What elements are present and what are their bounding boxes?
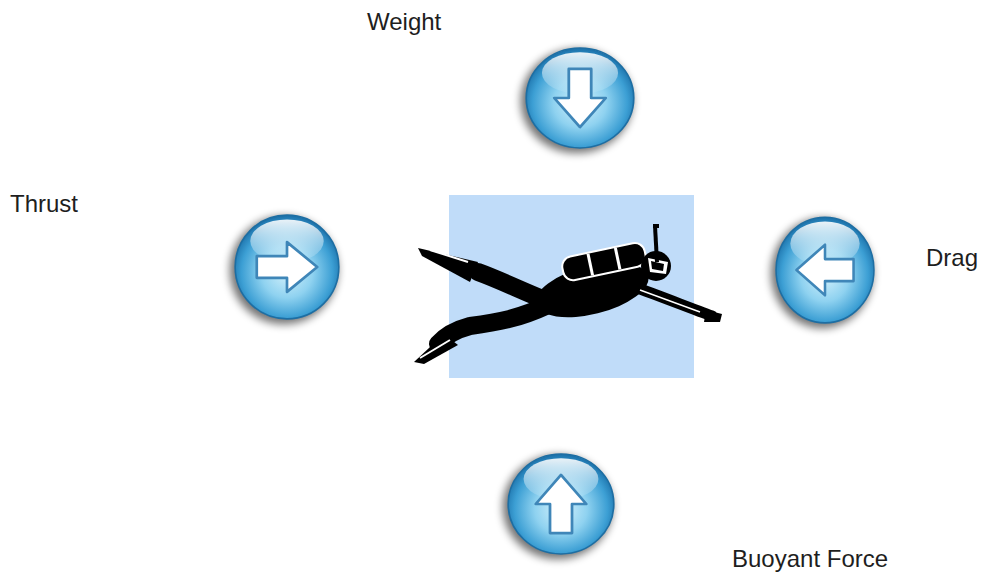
button-disc [526,48,634,148]
force-button: Buoyant Force [506,452,616,556]
arrow-button [506,452,616,556]
arrow-symbol [536,475,587,533]
force-button: Thrust [233,213,341,321]
arrow-button [233,213,341,321]
force-button: Weight [524,46,636,150]
force-label: Drag [926,244,978,272]
button-disc [235,215,339,319]
force-label: Thrust [10,190,78,218]
arrow-symbol [257,242,317,292]
arrow-symbol [796,245,853,296]
arrow-button [524,46,636,150]
water-panel [449,195,694,378]
force-label: Weight [367,8,441,36]
arrow-symbol [554,69,606,127]
diver-silhouette [414,226,722,364]
button-disc [776,217,874,323]
force-label: Buoyant Force [732,545,888,573]
button-disc [508,454,614,554]
force-button: Drag [774,215,876,325]
arrow-button [774,215,876,325]
